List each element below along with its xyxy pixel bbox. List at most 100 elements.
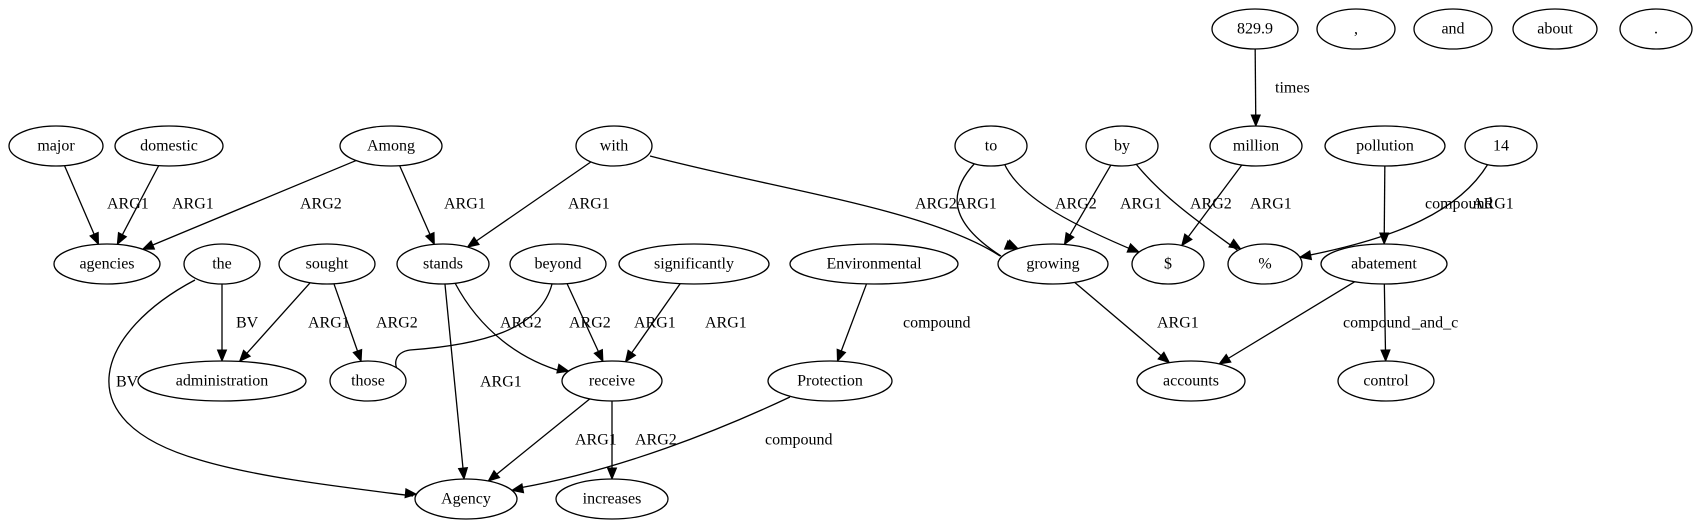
node-label: Agency — [441, 491, 491, 508]
node-label: agencies — [79, 256, 134, 273]
node-ellipse — [1136, 360, 1246, 402]
edge-receive-to-increases: ARG2 — [606, 401, 677, 481]
arrowhead-icon — [556, 363, 570, 374]
node-ellipse — [575, 125, 653, 167]
edge-line — [395, 283, 553, 379]
node-ellipse — [339, 125, 443, 167]
edge-line — [518, 396, 791, 489]
node-label: , — [1354, 21, 1358, 38]
node-growing: growing — [997, 243, 1109, 285]
node-label: beyond — [534, 256, 581, 273]
node-the: the — [183, 243, 261, 285]
node-label: accounts — [1163, 373, 1219, 390]
node-ellipse — [396, 243, 490, 285]
arrowhead-icon — [89, 231, 99, 246]
node-label: pollution — [1356, 138, 1414, 155]
edge-label: ARG1 — [568, 196, 610, 213]
edge-among-to-agencies: ARG2 — [141, 159, 357, 250]
edge-million-to-dollar: ARG1 — [1180, 164, 1292, 247]
node-ellipse — [1337, 360, 1435, 402]
edge-label: ARG1 — [308, 315, 350, 332]
edge-line — [495, 398, 591, 476]
node-ellipse — [8, 125, 104, 167]
node-ellipse — [1512, 8, 1598, 50]
edge-label: ARG1 — [575, 432, 617, 449]
node-label: increases — [583, 491, 642, 508]
node-period: . — [1619, 8, 1693, 50]
arrowhead-icon — [1228, 238, 1242, 250]
node-by: by — [1085, 125, 1159, 167]
node-ellipse — [561, 360, 663, 402]
edge-label: ARG2 — [1190, 196, 1232, 213]
node-ellipse — [767, 360, 893, 402]
arrowhead-icon — [424, 231, 435, 246]
arrowhead-icon — [487, 469, 501, 482]
edge-by-to-percent: ARG2 — [1135, 163, 1242, 253]
node-ellipse — [137, 360, 307, 402]
edge-growing-to-accounts: ARG1 — [1074, 281, 1199, 364]
edge-label: ARG1 — [480, 374, 522, 391]
edge-line — [1187, 164, 1243, 238]
node-pollution: pollution — [1324, 125, 1446, 167]
edge-line — [63, 165, 96, 236]
node-ellipse — [1085, 125, 1159, 167]
edge-label: ARG1 — [107, 196, 149, 213]
node-ellipse — [1464, 125, 1538, 167]
node-beyond: beyond — [509, 243, 607, 285]
edge-label: ARG2 — [635, 432, 677, 449]
arrowhead-icon — [116, 231, 128, 246]
node-stands: stands — [396, 243, 490, 285]
edge-label: BV — [116, 374, 139, 391]
node-domestic: domestic — [114, 125, 224, 167]
node-ellipse — [509, 243, 607, 285]
node-label: about — [1537, 21, 1573, 38]
arrowhead-icon — [1250, 114, 1261, 128]
node-ellipse — [183, 243, 261, 285]
edge-line — [108, 279, 414, 497]
arrowhead-icon — [216, 349, 228, 363]
node-major: major — [8, 125, 104, 167]
node-label: those — [351, 373, 385, 390]
edge-line — [630, 283, 681, 354]
node-label: and — [1441, 21, 1464, 38]
edge-receive-to-agency: ARG1 — [487, 398, 617, 482]
node-ellipse — [1211, 8, 1299, 50]
node-label: stands — [423, 256, 463, 273]
arrowhead-icon — [1180, 233, 1193, 247]
edge-line — [454, 282, 565, 373]
node-ellipse — [954, 125, 1028, 167]
edge-with-to-stands: ARG1 — [466, 161, 610, 248]
node-ellipse — [1619, 8, 1693, 50]
node-label: domestic — [140, 138, 198, 155]
edge-label: times — [1275, 80, 1310, 97]
node-control: control — [1337, 360, 1435, 402]
node-agencies: agencies — [53, 243, 161, 285]
node-and: and — [1413, 8, 1493, 50]
node-label: 14 — [1493, 138, 1509, 155]
node-dollar: $ — [1131, 243, 1205, 285]
node-abatement: abatement — [1320, 243, 1448, 285]
edge-line — [1074, 281, 1163, 357]
edge-line — [649, 155, 1001, 257]
node-ellipse — [1209, 125, 1303, 167]
node-label: with — [600, 138, 628, 155]
arrowhead-icon — [1003, 239, 1018, 250]
node-ellipse — [278, 243, 376, 285]
edge-label: ARG1 — [1250, 196, 1292, 213]
edge-domestic-to-agencies: ARG1 — [116, 165, 214, 246]
node-ellipse — [1324, 125, 1446, 167]
node-label: significantly — [654, 256, 734, 273]
node-to: to — [954, 125, 1028, 167]
node-label: abatement — [1351, 256, 1417, 273]
node-with: with — [575, 125, 653, 167]
node-ellipse — [329, 360, 407, 402]
node-label: Protection — [797, 373, 863, 390]
node-increases: increases — [555, 478, 669, 520]
edge-sought-to-those: ARG2 — [333, 283, 418, 363]
node-ellipse — [1131, 243, 1205, 285]
edge-label: ARG2 — [300, 196, 342, 213]
edge-line — [333, 283, 359, 353]
node-ellipse — [555, 478, 669, 520]
edge-beyond-to-receive: ARG1 — [566, 283, 676, 363]
